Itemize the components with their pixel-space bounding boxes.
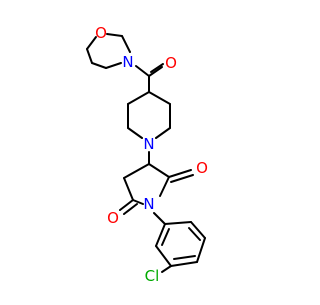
bond bbox=[119, 199, 134, 211]
bond bbox=[105, 62, 122, 69]
bond bbox=[168, 169, 192, 178]
atom-label-imide-oxygen-upper: O bbox=[196, 159, 208, 177]
molecule-canvas: O N O N O N O Cl bbox=[0, 0, 300, 300]
bond bbox=[170, 261, 198, 267]
bond bbox=[123, 177, 134, 201]
atom-label-piperidine-nitrogen: N bbox=[143, 135, 154, 153]
atom-label-amide-oxygen: O bbox=[165, 54, 177, 72]
bond bbox=[190, 221, 206, 239]
bond bbox=[164, 221, 192, 225]
chlorophenyl-ring bbox=[153, 212, 206, 273]
bond bbox=[123, 163, 150, 179]
molecule-structure: O N O N O N O Cl bbox=[0, 0, 300, 300]
bond bbox=[155, 223, 166, 247]
bond bbox=[91, 62, 107, 69]
morpholine-ring bbox=[86, 33, 131, 69]
bond bbox=[153, 212, 166, 225]
bond bbox=[155, 245, 172, 267]
double-bond-line bbox=[173, 255, 196, 260]
bond bbox=[161, 265, 172, 273]
bond bbox=[148, 66, 163, 77]
atom-label-morpholine-oxygen: O bbox=[95, 24, 107, 42]
bond bbox=[106, 33, 123, 37]
double-bond-line bbox=[123, 203, 138, 215]
atom-label-imide-oxygen-lower: O bbox=[107, 209, 119, 227]
amide-linkage bbox=[135, 63, 164, 93]
double-bond-line bbox=[161, 228, 170, 246]
bond bbox=[159, 176, 170, 197]
succinimide-ring bbox=[119, 163, 194, 215]
double-bond-line bbox=[150, 63, 164, 73]
bond bbox=[148, 163, 170, 178]
bond bbox=[127, 91, 150, 105]
background bbox=[0, 0, 300, 300]
atom-label-morpholine-nitrogen: N bbox=[122, 53, 133, 71]
bond bbox=[148, 91, 171, 105]
double-bond-line bbox=[170, 174, 194, 183]
atom-label-chlorine: Cl bbox=[145, 267, 160, 285]
bond bbox=[132, 199, 144, 205]
bonds bbox=[86, 33, 206, 273]
piperidine-ring bbox=[127, 91, 171, 165]
bond bbox=[196, 237, 206, 263]
atom-labels: O N O N O N O Cl bbox=[95, 24, 208, 285]
bond bbox=[121, 35, 131, 53]
double-bond-line bbox=[188, 227, 201, 241]
bond bbox=[127, 127, 143, 139]
atom-label-imide-nitrogen: N bbox=[143, 195, 154, 213]
bond bbox=[135, 65, 150, 77]
bond bbox=[86, 48, 93, 64]
bond bbox=[155, 127, 171, 139]
bond bbox=[86, 36, 97, 50]
